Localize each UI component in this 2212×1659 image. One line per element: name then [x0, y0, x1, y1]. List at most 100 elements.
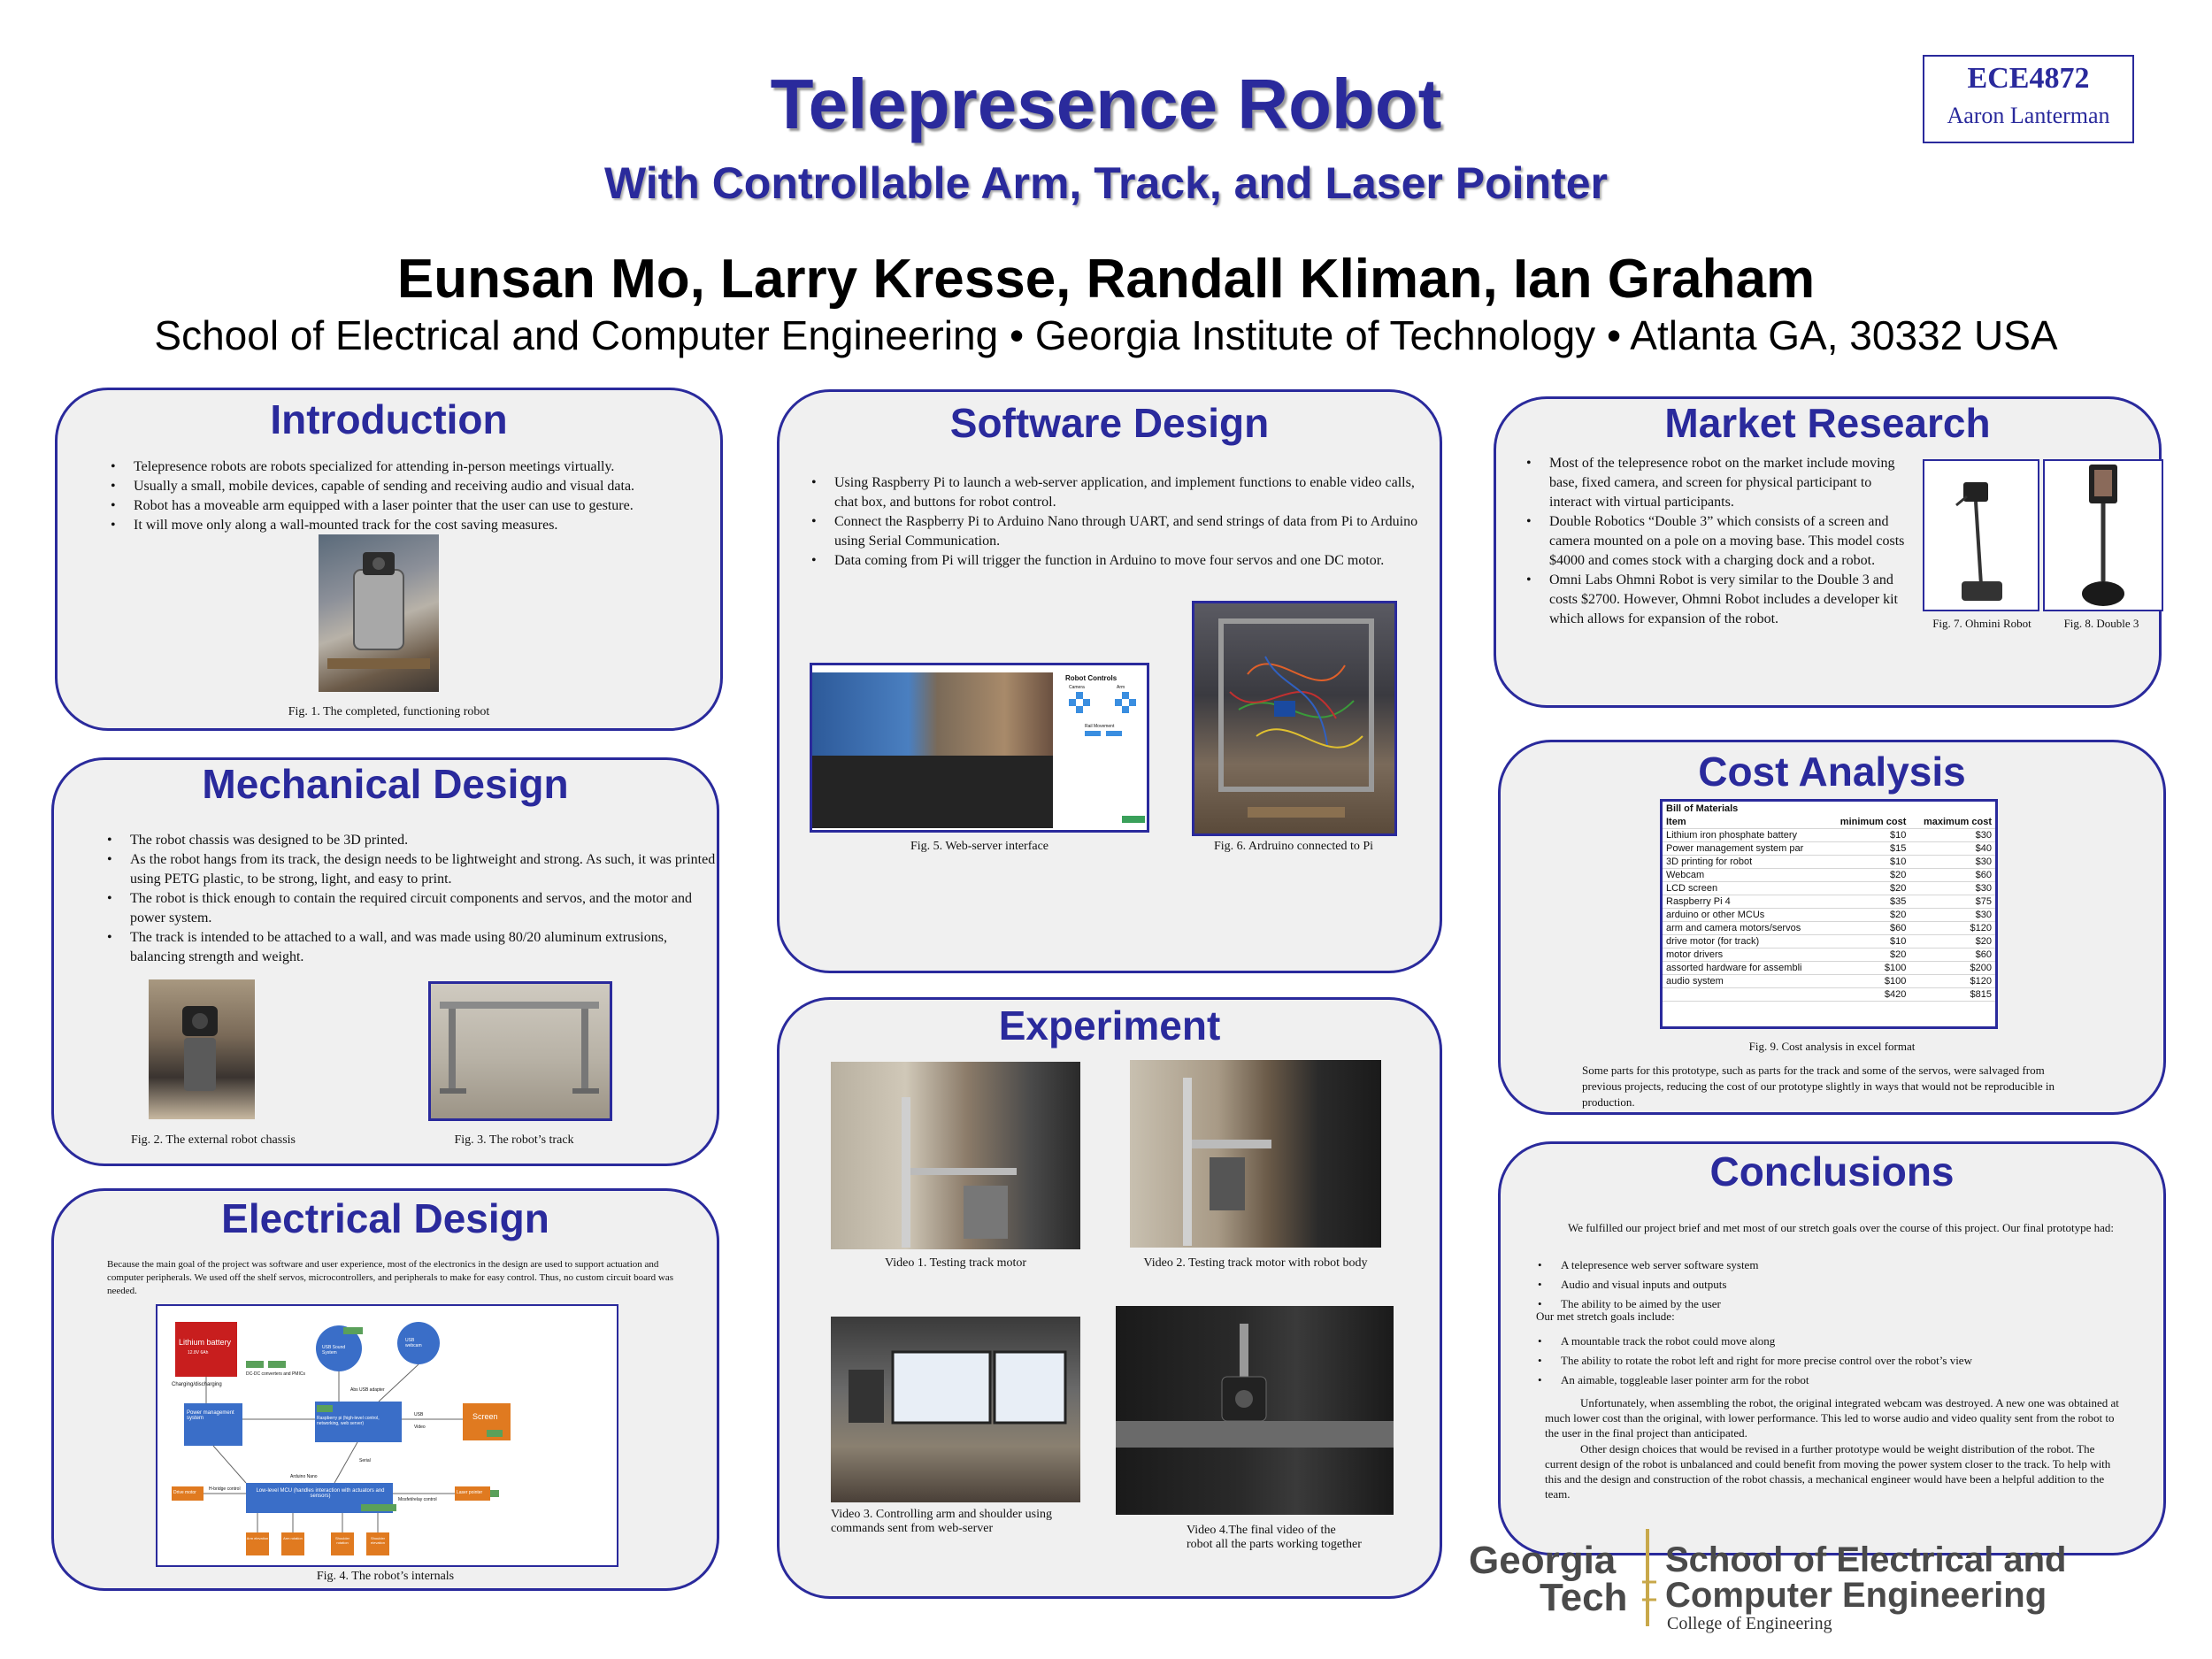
table-cell: motor drivers [1663, 948, 1827, 962]
logo-text: School of Electrical and [1665, 1540, 2067, 1579]
market-research-panel: Market Research Most of the telepresence… [1494, 396, 2163, 708]
track-photo [428, 981, 612, 1121]
bullet-item: The ability to rotate the robot left and… [1527, 1351, 2147, 1371]
diagram-label: H-bridge control [209, 1486, 241, 1492]
video-thumbnail[interactable] [1130, 1060, 1381, 1248]
diagram-label: Laser pointer [457, 1490, 483, 1495]
section-heading: Mechanical Design [202, 761, 569, 807]
diagram-label: USB Sound System [322, 1345, 346, 1356]
diagram-label: Low-level MCU (handles interaction with … [256, 1488, 385, 1499]
table-cell: $35 [1826, 895, 1910, 909]
diagram-label: DC-DC converters and PMICs [246, 1371, 305, 1377]
diagram-label: Arduino Nano [290, 1474, 318, 1479]
conclusions-panel: Conclusions We fulfilled our project bri… [1498, 1141, 2166, 1555]
section-heading: Cost Analysis [1698, 749, 1966, 795]
table-cell: $815 [1909, 987, 1995, 1002]
table-cell: $100 [1826, 974, 1910, 988]
table-cell: $10 [1826, 855, 1910, 869]
mechanical-panel: Mechanical Design The robot chassis was … [51, 757, 719, 1166]
table-cell: Webcam [1663, 868, 1827, 882]
video-thumbnail[interactable] [1116, 1306, 1394, 1515]
bullet-item: Omni Labs Ohmni Robot is very similar to… [1516, 571, 1905, 629]
table-cell: arduino or other MCUs [1663, 908, 1827, 922]
section-heading: Software Design [949, 400, 1270, 446]
bullet-item: As the robot hangs from its track, the d… [96, 850, 716, 889]
robot-chassis-photo [149, 979, 255, 1119]
table-row: Webcam$20$60 [1663, 868, 1995, 882]
bullet-item: Using Raspberry Pi to launch a web-serve… [801, 473, 1420, 512]
ohmni-robot-photo [1923, 459, 2039, 611]
table-cell: $60 [1909, 868, 1995, 882]
bullet-item: Robot has a moveable arm equipped with a… [100, 496, 710, 516]
column-header: maximum cost [1909, 816, 1995, 829]
figure-caption: Fig. 2. The external robot chassis [131, 1133, 296, 1147]
diagram-label: Raspberry pi (high-level control, networ… [317, 1416, 380, 1426]
section-heading: Experiment [998, 1002, 1221, 1048]
authors: Eunsan Mo, Larry Kresse, Randall Kliman,… [396, 249, 1816, 310]
table-cell: arm and camera motors/servos [1663, 921, 1827, 935]
ui-label: Camera [1069, 685, 1085, 690]
bullet-item: The robot is thick enough to contain the… [96, 889, 716, 928]
table-cell: $30 [1909, 828, 1995, 842]
logo-text: Tech [1540, 1576, 1628, 1619]
column-header: minimum cost [1826, 816, 1910, 829]
table-cell: Power management system par [1663, 841, 1827, 856]
diagram-label: Arm rotation [283, 1536, 303, 1540]
figure-caption: Fig. 5. Web-server interface [910, 840, 1049, 853]
table-row: Raspberry Pi 4$35$75 [1663, 895, 1995, 909]
bullet-item: Connect the Raspberry Pi to Arduino Nano… [801, 512, 1420, 551]
bullet-item: Telepresence robots are robots specializ… [100, 457, 710, 477]
table-cell [1663, 987, 1827, 1002]
diagram-label: Mosfet/relay control [398, 1497, 437, 1502]
table-row: audio system$100$120 [1663, 974, 1995, 988]
introduction-panel: Introduction Telepresence robots are rob… [55, 388, 723, 731]
conclusion-paragraph: Unfortunately, when assembling the robot… [1545, 1396, 2119, 1440]
figure-caption: Fig. 4. The robot’s internals [316, 1570, 455, 1583]
section-heading: Conclusions [1709, 1148, 1955, 1194]
ui-label: Arm [1117, 685, 1125, 690]
figure-caption: Fig. 1. The completed, functioning robot [288, 705, 490, 718]
bom-table: Item minimum cost maximum cost Lithium i… [1663, 816, 1995, 1002]
course-instructor: Aaron Lanterman [1947, 103, 2110, 128]
section-text: Because the main goal of the project was… [107, 1259, 673, 1296]
stretch-goals-label: Our met stretch goals include: [1536, 1310, 1675, 1323]
diagram-label: 12.8V 6Ah [188, 1350, 209, 1356]
table-row: $420$815 [1663, 987, 1995, 1002]
video-thumbnail[interactable] [831, 1062, 1080, 1249]
table-cell: $10 [1826, 828, 1910, 842]
table-row: arm and camera motors/servos$60$120 [1663, 921, 1995, 935]
double3-photo [2043, 459, 2163, 611]
table-cell: assorted hardware for assembli [1663, 961, 1827, 975]
robot-photo [319, 534, 439, 692]
electrical-panel: Electrical Design Because the main goal … [51, 1188, 719, 1591]
table-row: drive motor (for track)$10$20 [1663, 934, 1995, 949]
section-heading: Electrical Design [221, 1195, 549, 1241]
bullet-item: A telepresence web server software syste… [1527, 1256, 2129, 1275]
affiliation: School of Electrical and Computer Engine… [154, 312, 2058, 358]
table-cell: audio system [1663, 974, 1827, 988]
video-caption: Video 2. Testing track motor with robot … [1143, 1256, 1368, 1270]
diagram-label: Abs USB adapter [350, 1387, 385, 1393]
diagram-label: Shoulder rotation [334, 1536, 349, 1545]
table-row: Lithium iron phosphate battery$10$30 [1663, 828, 1995, 842]
table-cell: $120 [1909, 921, 1995, 935]
bullet-item: Data coming from Pi will trigger the fun… [801, 551, 1420, 571]
video-thumbnail[interactable] [831, 1317, 1080, 1502]
bullet-item: The track is intended to be attached to … [96, 928, 716, 967]
diagram-label: Screen [472, 1412, 498, 1421]
diagram-label: Video [414, 1425, 426, 1430]
send-button[interactable] [1122, 816, 1145, 823]
figure-caption: Fig. 8. Double 3 [2063, 617, 2139, 630]
section-heading: Market Research [1664, 400, 1991, 446]
conclusion-paragraph: Other design choices that would be revis… [1545, 1442, 2111, 1501]
bullet-item: The ability to be aimed by the user [1527, 1294, 2129, 1314]
table-cell: Raspberry Pi 4 [1663, 895, 1827, 909]
conclusion-intro: We fulfilled our project brief and met m… [1568, 1221, 2114, 1234]
block-diagram: Lithium battery 12.8V 6Ah Charging/disch… [156, 1304, 618, 1567]
table-cell: $200 [1909, 961, 1995, 975]
table-cell: $30 [1909, 855, 1995, 869]
table-cell: $20 [1826, 948, 1910, 962]
table-cell: $100 [1826, 961, 1910, 975]
table-cell: $20 [1826, 881, 1910, 895]
table-cell: drive motor (for track) [1663, 934, 1827, 949]
